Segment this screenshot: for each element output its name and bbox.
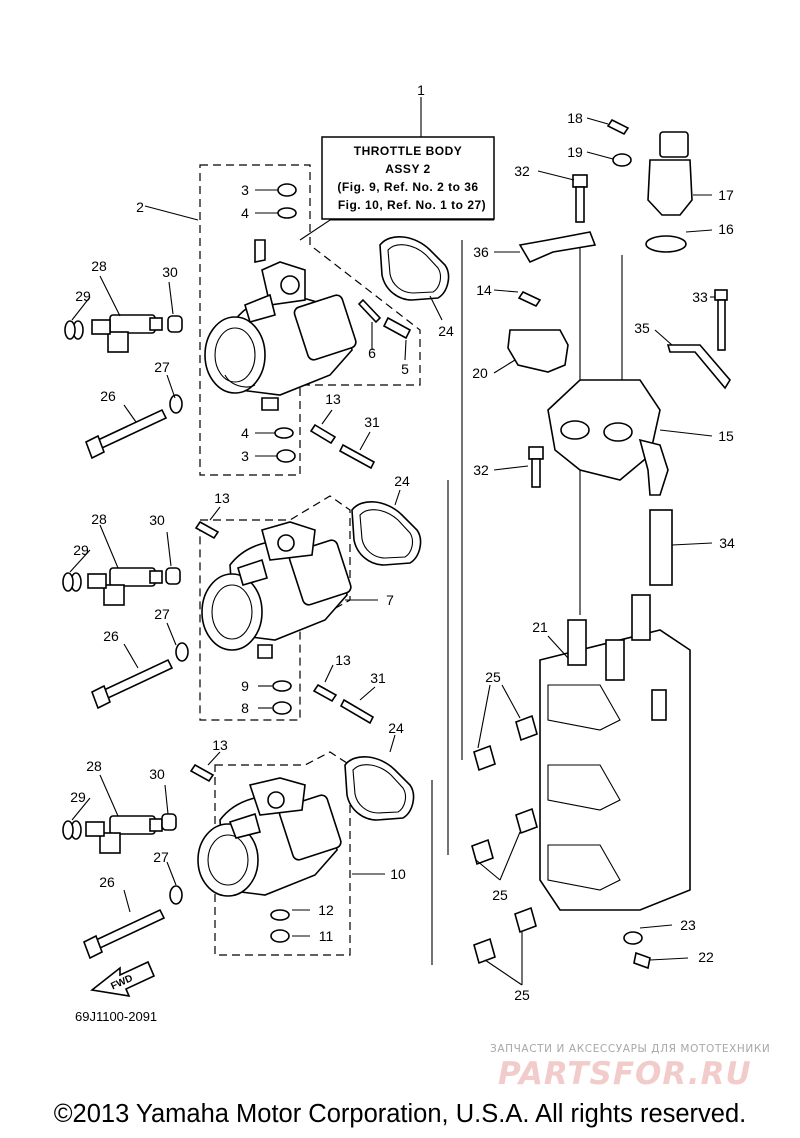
callout-35: 35	[634, 320, 650, 336]
callout-15: 15	[718, 428, 734, 444]
callout-19: 19	[567, 144, 583, 160]
callout-30-a: 30	[162, 264, 178, 280]
title-line-1: THROTTLE BODY	[354, 144, 463, 158]
callout-32-a: 32	[514, 163, 530, 179]
throttle-body-middle	[201, 521, 352, 659]
copyright-notice: ©2013 Yamaha Motor Corporation, U.S.A. A…	[53, 1100, 747, 1128]
callout-23: 23	[680, 917, 696, 933]
watermark-logo: PARTSFOR.RU	[498, 1056, 752, 1092]
small-hardware	[189, 183, 412, 943]
group-outlines	[199, 164, 623, 965]
callout-17: 17	[718, 187, 734, 203]
throttle-body-top	[204, 239, 357, 411]
injectors	[62, 314, 183, 854]
title-line-2: ASSY 2	[385, 162, 430, 176]
callout-20: 20	[472, 365, 488, 381]
watermark-caption: ЗАПЧАСТИ И АКСЕССУАРЫ ДЛЯ МОТОТЕХНИКИ	[490, 1043, 771, 1055]
callout-11: 11	[319, 928, 334, 944]
callout-18: 18	[567, 110, 583, 126]
callout-26-b: 26	[103, 628, 119, 644]
callout-6: 6	[368, 345, 376, 361]
callout-22: 22	[698, 949, 714, 965]
callout-13-c: 13	[335, 652, 351, 668]
throttle-body-bottom	[197, 777, 342, 897]
callout-4: 4	[241, 205, 249, 221]
callout-30-c: 30	[149, 766, 165, 782]
right-assembly	[507, 118, 731, 970]
callout-29-b: 29	[73, 542, 89, 558]
callout-25-b: 25	[492, 887, 508, 903]
callout-5: 5	[401, 361, 409, 377]
drawing-code: 69J1100-2091	[75, 1009, 157, 1024]
callout-32-b: 32	[473, 462, 489, 478]
callout-9: 9	[241, 678, 249, 694]
bolts-and-washers	[82, 394, 189, 960]
callout-13-b: 13	[214, 490, 230, 506]
callout-13-a: 13	[325, 391, 341, 407]
callout-34: 34	[719, 535, 735, 551]
callout-12: 12	[318, 902, 334, 918]
callout-29-a: 29	[75, 288, 91, 304]
callout-25-c: 25	[514, 987, 530, 1003]
callout-36: 36	[473, 244, 489, 260]
callout-3-b: 3	[241, 448, 249, 464]
callout-10: 10	[390, 866, 406, 882]
callout-16: 16	[718, 221, 734, 237]
callout-33: 33	[692, 289, 708, 305]
callout-3: 3	[241, 182, 249, 198]
callout-31-b: 31	[370, 670, 386, 686]
callout-27-a: 27	[154, 359, 170, 375]
callout-24-c: 24	[388, 720, 404, 736]
callout-1: 1	[417, 82, 425, 98]
callout-26-a: 26	[100, 388, 116, 404]
callout-numbers: 1 2 3 4 5 6 7 8 9 10 11 12 13 13 13 13 3…	[70, 82, 735, 1003]
gaskets	[344, 236, 450, 821]
callout-24-a: 24	[438, 323, 454, 339]
callout-26-c: 26	[99, 874, 115, 890]
callout-28-b: 28	[91, 511, 107, 527]
callout-7: 7	[386, 592, 394, 608]
callout-30-b: 30	[149, 512, 165, 528]
callout-28-c: 28	[86, 758, 102, 774]
callout-8: 8	[241, 700, 249, 716]
callout-4-b: 4	[241, 425, 249, 441]
leader-lines	[69, 117, 715, 986]
assembly-title-box: THROTTLE BODY ASSY 2 (Fig. 9, Ref. No. 2…	[299, 97, 495, 241]
forward-arrow: FWD	[90, 960, 156, 998]
callout-14: 14	[476, 282, 492, 298]
title-line-3: (Fig. 9, Ref. No. 2 to 36	[337, 180, 478, 194]
callout-25-a: 25	[485, 669, 501, 685]
callout-29-c: 29	[70, 789, 86, 805]
callout-31-a: 31	[364, 414, 380, 430]
title-line-4: Fig. 10, Ref. No. 1 to 27)	[338, 198, 486, 212]
callout-27-b: 27	[154, 606, 170, 622]
callout-21: 21	[532, 619, 548, 635]
spacers	[471, 714, 538, 965]
callout-28-a: 28	[91, 258, 107, 274]
callout-27-c: 27	[153, 849, 169, 865]
callout-24-b: 24	[394, 473, 410, 489]
callout-2: 2	[136, 199, 144, 215]
callout-13-d: 13	[212, 737, 228, 753]
